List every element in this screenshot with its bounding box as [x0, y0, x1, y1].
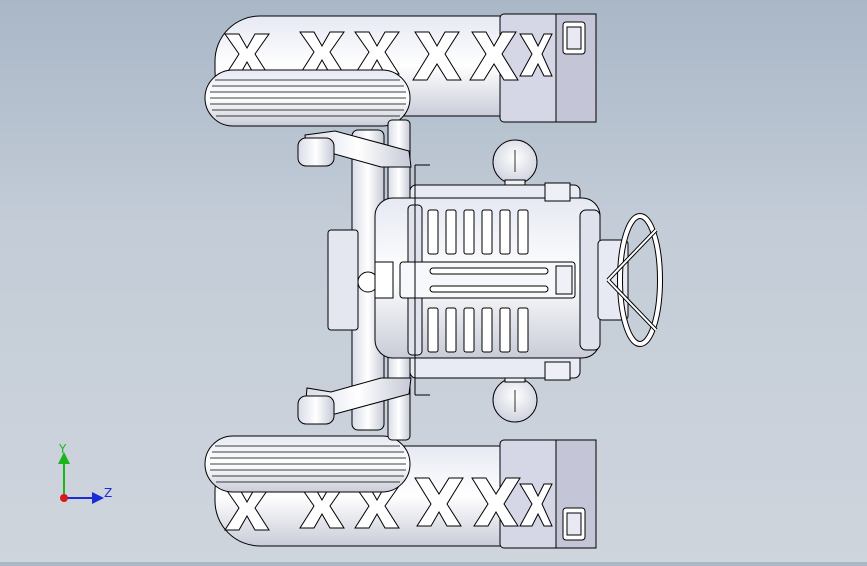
- headlight-top[interactable]: [492, 139, 538, 193]
- z-axis-arrow: [92, 492, 104, 504]
- y-axis-label: Y: [59, 442, 67, 456]
- rear-wheel-top[interactable]: [204, 13, 597, 127]
- x-axis-dot: [60, 494, 68, 502]
- y-axis-arrow: [58, 452, 70, 464]
- view-orientation-triad: Y Z: [44, 440, 124, 510]
- rear-wheel-bottom[interactable]: [204, 435, 597, 549]
- steering-wheel[interactable]: [544, 182, 663, 381]
- engine-block[interactable]: [374, 184, 601, 379]
- z-axis-label: Z: [104, 486, 113, 500]
- frame-rail: [414, 164, 430, 396]
